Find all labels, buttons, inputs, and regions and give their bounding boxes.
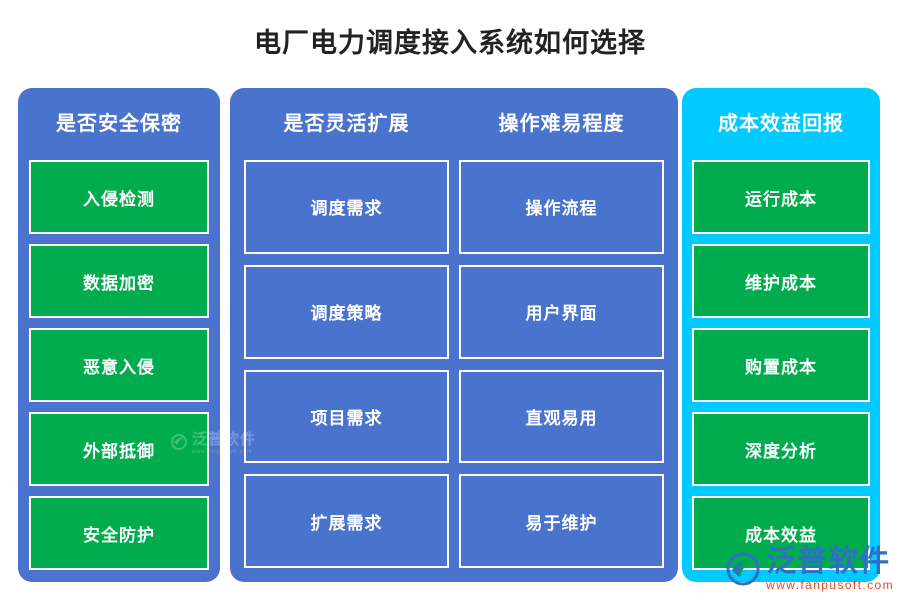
panel-header-security: 是否安全保密 — [56, 113, 182, 135]
card-label: 维护成本 — [745, 273, 817, 293]
card-usability-4[interactable]: 易于维护 — [459, 474, 664, 568]
card-cost-5[interactable]: 成本效益 — [692, 496, 870, 570]
card-stack-security: 入侵检测 数据加密 恶意入侵 外部抵御 安全防护 — [29, 160, 209, 570]
card-scalability-4[interactable]: 扩展需求 — [244, 474, 449, 568]
card-cost-1[interactable]: 运行成本 — [692, 160, 870, 234]
card-cost-2[interactable]: 维护成本 — [692, 244, 870, 318]
card-scalability-1[interactable]: 调度需求 — [244, 160, 449, 254]
card-security-2[interactable]: 数据加密 — [29, 244, 209, 318]
card-label: 直观易用 — [525, 408, 598, 428]
card-label: 调度需求 — [310, 199, 383, 219]
panel-header-scalability: 是否灵活扩展 — [283, 113, 410, 135]
card-label: 恶意入侵 — [83, 357, 155, 377]
card-label: 易于维护 — [525, 513, 598, 533]
panel-cost: 成本效益回报 运行成本 维护成本 购置成本 深度分析 成本效益 — [682, 88, 880, 582]
card-label: 项目需求 — [310, 408, 383, 428]
middle-headers: 是否灵活扩展 操作难易程度 — [244, 88, 664, 160]
card-cost-3[interactable]: 购置成本 — [692, 328, 870, 402]
panel-header-cost: 成本效益回报 — [718, 113, 844, 135]
page-title: 电厂电力调度接入系统如何选择 — [254, 28, 646, 58]
card-stack-scalability: 调度需求 调度策略 项目需求 扩展需求 — [244, 160, 449, 568]
panel-security: 是否安全保密 入侵检测 数据加密 恶意入侵 外部抵御 安全防护 — [18, 88, 220, 582]
card-label: 入侵检测 — [83, 189, 155, 209]
panel-header-usability: 操作难易程度 — [498, 113, 625, 135]
card-label: 购置成本 — [745, 357, 817, 377]
card-scalability-3[interactable]: 项目需求 — [244, 369, 449, 464]
card-usability-1[interactable]: 操作流程 — [459, 160, 664, 254]
card-security-5[interactable]: 安全防护 — [29, 496, 209, 570]
card-usability-3[interactable]: 直观易用 — [459, 369, 664, 464]
card-stack-usability: 操作流程 用户界面 直观易用 易于维护 — [459, 160, 664, 568]
card-usability-2[interactable]: 用户界面 — [459, 264, 664, 359]
card-security-3[interactable]: 恶意入侵 — [29, 328, 209, 402]
card-label: 操作流程 — [525, 199, 598, 219]
card-label: 扩展需求 — [310, 513, 383, 533]
panel-middle: 是否灵活扩展 操作难易程度 调度需求 调度策略 项目需求 扩展需求 — [230, 88, 678, 582]
card-label: 成本效益 — [745, 525, 817, 545]
card-scalability-2[interactable]: 调度策略 — [244, 264, 449, 359]
card-security-4[interactable]: 外部抵御 — [29, 412, 209, 486]
card-label: 调度策略 — [310, 304, 383, 324]
card-security-1[interactable]: 入侵检测 — [29, 160, 209, 234]
panels-row: 是否安全保密 入侵检测 数据加密 恶意入侵 外部抵御 安全防护 — [18, 88, 882, 582]
card-label: 安全防护 — [83, 525, 155, 545]
card-label: 用户界面 — [525, 304, 598, 324]
card-cost-4[interactable]: 深度分析 — [692, 412, 870, 486]
card-label: 数据加密 — [83, 273, 155, 293]
card-stack-cost: 运行成本 维护成本 购置成本 深度分析 成本效益 — [692, 160, 870, 570]
middle-grid: 调度需求 调度策略 项目需求 扩展需求 操作流程 — [244, 160, 664, 568]
card-label: 深度分析 — [745, 441, 817, 461]
card-label: 运行成本 — [745, 189, 817, 209]
card-label: 外部抵御 — [83, 441, 155, 461]
